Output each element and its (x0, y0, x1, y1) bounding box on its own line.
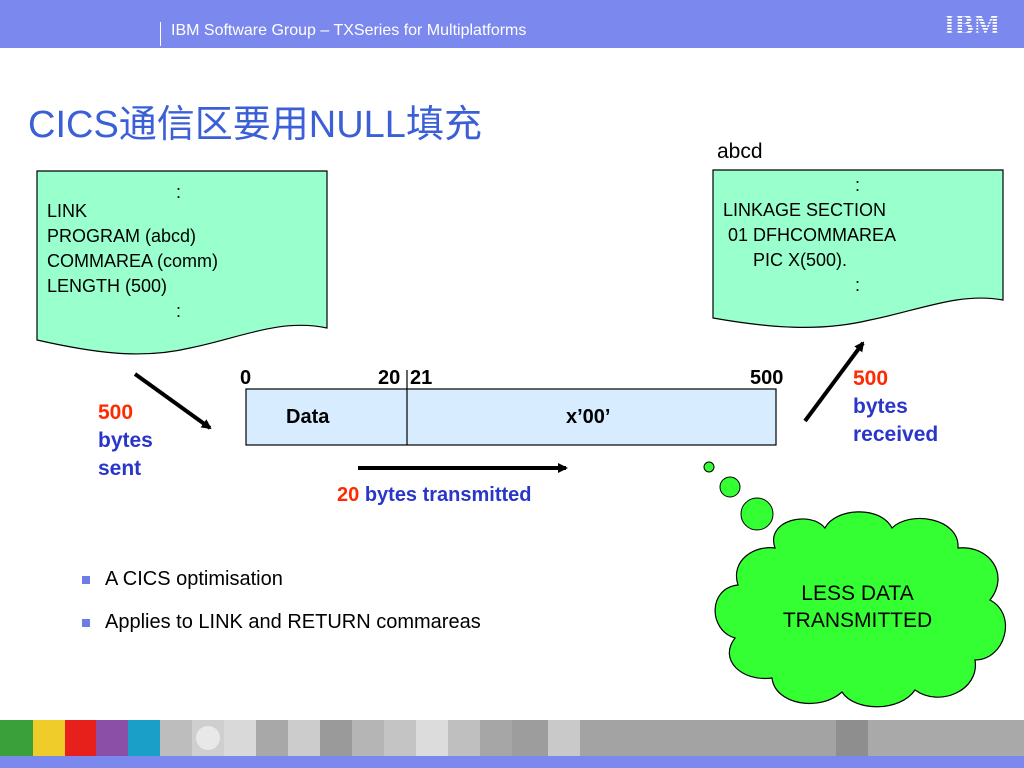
transmitted-label: 20 bytes transmitted (337, 484, 532, 507)
left-doc-line-length: LENGTH (500) (47, 276, 168, 296)
left-doc-line-colon-top: : (176, 182, 182, 202)
footer-tile-photo-3 (256, 720, 288, 756)
offset-0: 0 (240, 367, 252, 389)
sent-word-sent: sent (98, 457, 142, 480)
received-arrow (803, 341, 865, 423)
bullet-item: Applies to LINK and RETURN commareas (105, 611, 481, 633)
bullet-marker (82, 576, 90, 584)
buffer-fill-label: x’00’ (566, 406, 611, 428)
sent-arrow (133, 372, 212, 430)
sent-count: 500 (98, 401, 134, 424)
footer-tile-cyan (128, 720, 160, 756)
ibm-logo: IBM (944, 10, 1000, 38)
footer-tile-photo-1 (160, 720, 192, 756)
footer-tile-red (65, 720, 96, 756)
footer-tile-check (448, 720, 480, 756)
footer-tile-gray-5 (836, 720, 868, 756)
footer-tile-gray-end (868, 720, 1024, 756)
thought-bubble-small (703, 461, 715, 473)
left-doc-line-commarea: COMMAREA (comm) (47, 251, 218, 271)
right-doc-line-colon-bottom: : (855, 275, 861, 295)
right-doc-line-linkage: LINKAGE SECTION (723, 200, 887, 220)
footer-tile-light (416, 720, 448, 756)
footer-bar (0, 756, 1024, 768)
cloud-text: LESS DATA TRANSMITTED (745, 580, 970, 634)
cloud-line-2: TRANSMITTED (782, 609, 933, 632)
footer-tile-photo-5 (352, 720, 384, 756)
left-doc-line-link: LINK (47, 201, 88, 221)
footer-strip (0, 720, 1024, 768)
right-doc-line-dfhcommarea: 01 DFHCOMMAREA (723, 225, 897, 245)
received-label: 500 bytes received (853, 365, 938, 449)
slide-title: CICS通信区要用NULL填充 (28, 104, 482, 146)
footer-tile-grid (224, 720, 256, 756)
transmitted-count: 20 (337, 484, 360, 506)
right-document-shape (712, 169, 1004, 328)
footer-tile-gray-4 (548, 720, 580, 756)
buffer-data-label: Data (286, 406, 330, 428)
left-doc-line-program: PROGRAM (abcd) (47, 226, 197, 246)
offset-500: 500 (750, 367, 784, 389)
footer-tile-gray-2 (480, 720, 512, 756)
footer-tile-circle (196, 726, 220, 750)
cloud-shape (714, 511, 1007, 708)
right-doc-line-colon-top: : (855, 175, 861, 195)
bullet-marker (82, 619, 90, 627)
thought-bubble-large (740, 497, 774, 531)
bullet-item: A CICS optimisation (105, 568, 283, 590)
footer-tile-purple (96, 720, 128, 756)
sent-word-bytes: bytes (98, 429, 153, 452)
sent-label: 500 bytes sent (98, 399, 153, 483)
offset-20: 20 (378, 367, 401, 389)
footer-tile-gray-long (580, 720, 836, 756)
buffer-box (245, 388, 777, 446)
thought-bubble-medium (719, 476, 741, 498)
footer-tile-gray-3 (512, 720, 548, 756)
left-doc-line-colon-bottom: : (176, 301, 182, 321)
received-count: 500 (853, 367, 889, 390)
right-doc-line-pic: PIC X(500). (723, 250, 848, 270)
footer-tile-photo-4 (288, 720, 320, 756)
transmitted-text: bytes transmitted (364, 484, 532, 506)
header-title: IBM Software Group – TXSeries for Multip… (171, 22, 527, 39)
header-divider (160, 22, 161, 46)
footer-tile-stripes (384, 720, 416, 756)
received-word-bytes: bytes (853, 395, 908, 418)
offset-21: 21 (410, 367, 433, 389)
right-doc-program-label: abcd (717, 140, 763, 163)
footer-tile-yellow (33, 720, 65, 756)
footer-tile-green (0, 720, 33, 756)
left-document-shape (36, 170, 328, 355)
footer-tile-gray-1 (320, 720, 352, 756)
cloud-line-1: LESS DATA (801, 582, 914, 605)
ibm-logo-text: IBM (944, 10, 1000, 38)
received-word-received: received (853, 423, 939, 446)
header-bar: IBM Software Group – TXSeries for Multip… (0, 0, 1024, 48)
